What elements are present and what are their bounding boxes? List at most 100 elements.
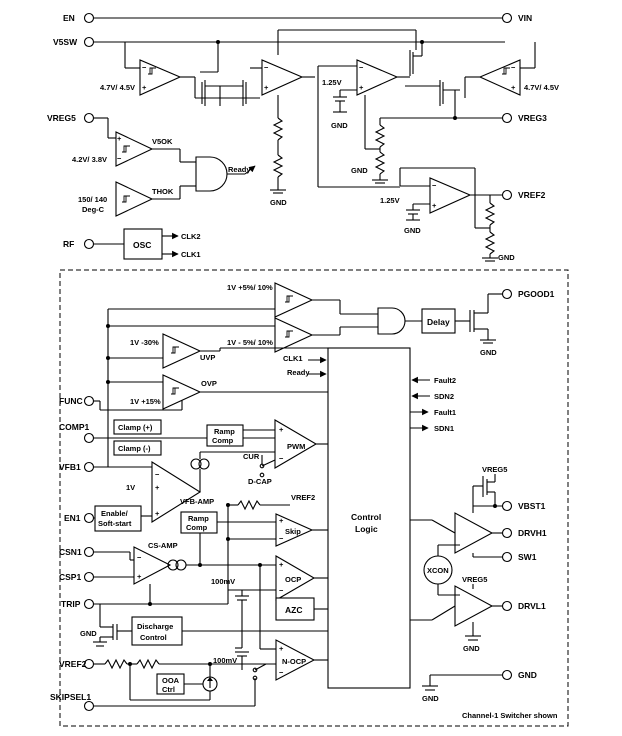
azc-label: AZC xyxy=(285,605,302,615)
fault1-label: Fault1 xyxy=(434,408,456,417)
cs-amp-label: CS-AMP xyxy=(148,541,178,550)
discharge-label-1: Discharge xyxy=(137,622,173,631)
delay-block xyxy=(421,308,456,334)
csn1-label: CSN1 xyxy=(59,547,82,557)
sw1-label: SW1 xyxy=(518,552,537,562)
ocp-comparator xyxy=(275,555,316,601)
svg-text:+: + xyxy=(279,644,284,653)
gnd-g: GND xyxy=(80,629,97,638)
gnd-b: GND xyxy=(331,121,348,130)
svg-text:+: + xyxy=(142,83,147,92)
enable-softstart-block xyxy=(94,505,142,532)
ramp-b-1: Ramp xyxy=(188,514,209,523)
thok-label: THOK xyxy=(152,187,174,196)
svg-text:−: − xyxy=(279,586,284,595)
control-label-2: Logic xyxy=(355,524,378,534)
pwm-comparator xyxy=(274,419,318,469)
pgood-hi-comparator xyxy=(274,282,314,318)
gnd-a: GND xyxy=(270,198,287,207)
gnd-f: GND xyxy=(480,348,497,357)
one-v-label: 1V xyxy=(126,483,135,492)
skipsel1-pin xyxy=(83,700,95,712)
clk1-label: CLK1 xyxy=(181,250,201,259)
svg-text:+: + xyxy=(137,572,142,581)
uvp-label: UVP xyxy=(200,353,215,362)
th-right-label: 4.7V/ 4.5V xyxy=(524,83,559,92)
low-side-driver xyxy=(454,585,494,627)
en-pin xyxy=(83,12,95,24)
clamp-plus-label: Clamp (+) xyxy=(118,423,153,432)
ramp-a-1: Ramp xyxy=(214,427,235,436)
enable-label-1: Enable/ xyxy=(101,509,129,518)
vreg5-lo-label: VREG5 xyxy=(462,575,487,584)
sdn2-label: SDN2 xyxy=(434,392,454,401)
vfb-amp-label: VFB-AMP xyxy=(180,497,214,506)
svg-text:−: − xyxy=(279,668,284,677)
svg-text:+: + xyxy=(432,201,437,210)
sdn1-label: SDN1 xyxy=(434,424,454,433)
ooa-label-1: OOA xyxy=(162,676,180,685)
csn1-pin xyxy=(83,546,95,558)
pgood-lo-comparator xyxy=(274,317,314,353)
svg-text:+: + xyxy=(279,560,284,569)
svg-text:+: + xyxy=(359,83,364,92)
ready-out-label: Ready xyxy=(228,165,251,174)
svg-text:−: − xyxy=(279,454,284,463)
csp1-label: CSP1 xyxy=(59,572,81,582)
svg-text:+: + xyxy=(117,134,122,143)
cur-label: CUR xyxy=(243,452,260,461)
svg-text:−: − xyxy=(432,181,437,190)
th-left-label: 4.7V/ 4.5V xyxy=(100,83,135,92)
uvp-th-label: 1V -30% xyxy=(130,338,159,347)
vfb-amp xyxy=(151,461,202,523)
fault2-label: Fault2 xyxy=(434,376,456,385)
gnd-d: GND xyxy=(404,226,421,235)
svg-text:+: + xyxy=(511,83,516,92)
gnd-h: GND xyxy=(463,644,480,653)
vin-label: VIN xyxy=(518,13,532,23)
skip-label: Skip xyxy=(285,527,301,536)
vfb1-pin xyxy=(83,461,95,473)
discharge-label-2: Control xyxy=(140,633,167,642)
mv100-b-label: 100mV xyxy=(213,656,237,665)
ovp-label: OVP xyxy=(201,379,217,388)
osc-label: OSC xyxy=(133,240,151,250)
clamp-minus-label: Clamp (-) xyxy=(118,444,151,453)
v5ok-comparator xyxy=(115,131,154,167)
ooa-label-2: Ctrl xyxy=(162,685,175,694)
vref2-amp xyxy=(429,177,472,214)
drvh1-label: DRVH1 xyxy=(518,528,547,538)
svg-text:+: + xyxy=(264,83,269,92)
vref2-int-label: VREF2 xyxy=(291,493,315,502)
svg-text:−: − xyxy=(155,470,160,479)
drvl1-pin xyxy=(501,600,513,612)
gnd-e: GND xyxy=(498,253,515,262)
rf-label: RF xyxy=(63,239,74,249)
svg-text:+: + xyxy=(279,425,284,434)
func-label: FUNC xyxy=(59,396,83,406)
trip-pin xyxy=(83,598,95,610)
v5ok-label: V5OK xyxy=(152,137,173,146)
vfb1-label: VFB1 xyxy=(59,462,81,472)
ldo-amp-left xyxy=(261,59,304,96)
gnd-pin-label: GND xyxy=(518,670,537,680)
svg-text:−: − xyxy=(142,63,147,72)
vbst1-pin xyxy=(501,500,513,512)
thok-comparator xyxy=(115,181,154,217)
v5sw-pin xyxy=(83,36,95,48)
xcon-label: XCON xyxy=(427,566,449,575)
vref2-label: VREF2 xyxy=(518,190,546,200)
vref2-in-pin xyxy=(83,658,95,670)
v5sw-label: V5SW xyxy=(53,37,78,47)
uvp-comparator xyxy=(162,333,202,369)
vin-pin xyxy=(501,12,513,24)
csp1-pin xyxy=(83,571,95,583)
vreg5-label: VREG5 xyxy=(47,113,76,123)
ready-and-gate xyxy=(195,156,228,192)
channel1-boundary xyxy=(59,269,569,727)
delay-label: Delay xyxy=(427,317,450,327)
enable-label-2: Soft-start xyxy=(98,519,132,528)
vreg5-pin xyxy=(83,112,95,124)
v5ok-th-label: 4.2V/ 3.8V xyxy=(72,155,107,164)
svg-text:−: − xyxy=(137,553,142,562)
